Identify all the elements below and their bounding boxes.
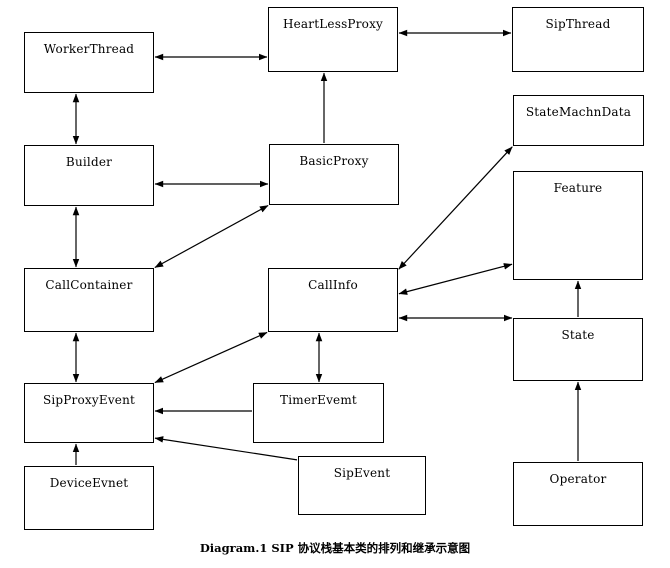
node-label: CallInfo <box>308 278 358 292</box>
node-timerevemt[interactable]: TimerEvemt <box>253 383 384 443</box>
node-deviceevnet[interactable]: DeviceEvnet <box>24 466 154 530</box>
edge-sipproxyevent-callinfo <box>154 331 268 384</box>
node-label: HeartLessProxy <box>282 17 384 31</box>
node-sipevent[interactable]: SipEvent <box>298 456 426 515</box>
node-label: DeviceEvnet <box>49 476 129 490</box>
node-builder[interactable]: Builder <box>24 145 154 206</box>
node-statemachndata[interactable]: StateMachnData <box>513 95 644 146</box>
node-label: CallContainer <box>45 278 133 292</box>
node-feature[interactable]: Feature <box>513 171 643 280</box>
node-label: BasicProxy <box>299 154 369 168</box>
node-label: SipProxyEvent <box>42 393 136 407</box>
node-label: WorkerThread <box>43 42 135 56</box>
node-label: TimerEvemt <box>280 393 357 407</box>
node-workerthread[interactable]: WorkerThread <box>24 32 154 93</box>
node-sipthread[interactable]: SipThread <box>512 7 644 72</box>
node-sipproxyevent[interactable]: SipProxyEvent <box>24 383 154 443</box>
edge-callinfo-feature <box>398 263 513 295</box>
node-label: SipThread <box>545 17 611 31</box>
edge-callcontainer-basicproxy <box>154 204 269 269</box>
node-callinfo[interactable]: CallInfo <box>268 268 398 332</box>
node-label: State <box>561 328 595 342</box>
node-heartlessproxy[interactable]: HeartLessProxy <box>268 7 398 72</box>
node-callcontainer[interactable]: CallContainer <box>24 268 154 332</box>
edge-callinfo-statemachndata <box>398 146 513 270</box>
node-label: Builder <box>65 155 113 169</box>
node-basicproxy[interactable]: BasicProxy <box>269 144 399 205</box>
diagram-caption: Diagram.1 SIP 协议栈基本类的排列和继承示意图 <box>199 541 471 555</box>
node-state[interactable]: State <box>513 318 643 381</box>
node-label: Operator <box>549 472 607 486</box>
node-label: SipEvent <box>333 466 391 480</box>
node-label: Feature <box>553 181 603 195</box>
node-label: StateMachnData <box>525 105 632 119</box>
node-operator[interactable]: Operator <box>513 462 643 526</box>
